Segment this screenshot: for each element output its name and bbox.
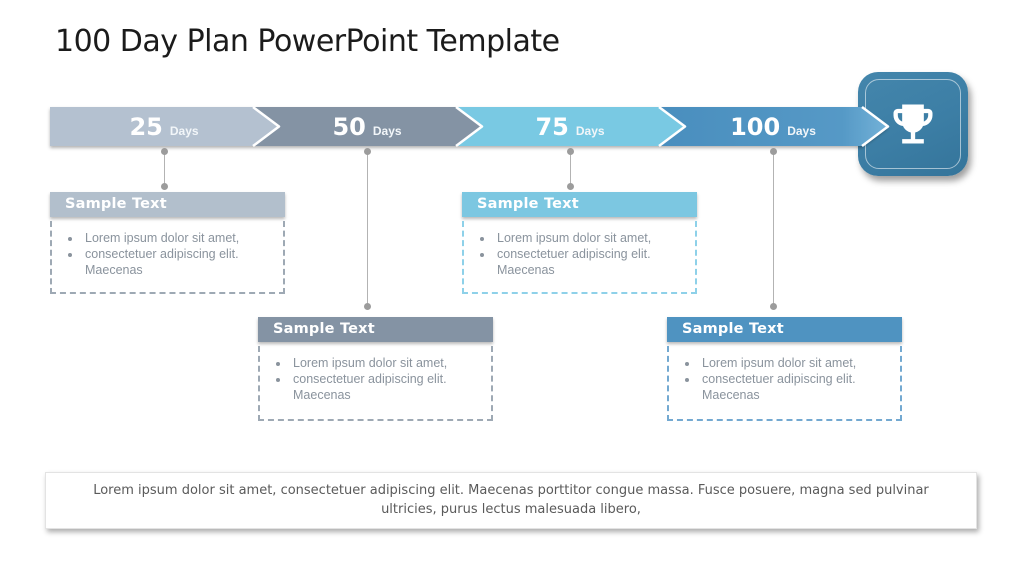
bullet-list: Lorem ipsum dolor sit amet, consectetuer… [669, 355, 900, 403]
arrow-segment-100[interactable] [659, 107, 888, 146]
box-body: Lorem ipsum dolor sit amet, consectetuer… [258, 346, 493, 421]
bullet-item: Lorem ipsum dolor sit amet, [82, 230, 283, 246]
trophy-tile-border [865, 79, 961, 169]
box-body: Lorem ipsum dolor sit amet, consectetuer… [50, 221, 285, 294]
trophy-tile[interactable] [858, 72, 968, 176]
box-header: Sample Text [462, 192, 697, 217]
bullet-item: Lorem ipsum dolor sit amet, [494, 230, 695, 246]
sample-text-box-75[interactable]: Sample Text Lorem ipsum dolor sit amet, … [462, 192, 697, 294]
bullet-item: consectetuer adipiscing elit. Maecenas [494, 246, 695, 278]
connector-50 [364, 148, 371, 310]
box-header: Sample Text [667, 317, 902, 342]
bullet-item: consectetuer adipiscing elit. Maecenas [699, 371, 900, 403]
bullet-item: consectetuer adipiscing elit. Maecenas [290, 371, 491, 403]
box-header: Sample Text [50, 192, 285, 217]
bullet-list: Lorem ipsum dolor sit amet, consectetuer… [260, 355, 491, 403]
arrow-segment-75[interactable] [456, 107, 685, 146]
page-title[interactable]: 100 Day Plan PowerPoint Template [55, 24, 560, 59]
trophy-icon [893, 104, 933, 144]
sample-text-box-100[interactable]: Sample Text Lorem ipsum dolor sit amet, … [667, 317, 902, 421]
arrow-segment-50[interactable] [253, 107, 482, 146]
box-body: Lorem ipsum dolor sit amet, consectetuer… [462, 221, 697, 294]
bullet-item: Lorem ipsum dolor sit amet, [290, 355, 491, 371]
bullet-list: Lorem ipsum dolor sit amet, consectetuer… [464, 230, 695, 278]
bullet-list: Lorem ipsum dolor sit amet, consectetuer… [52, 230, 283, 278]
sample-text-box-25[interactable]: Sample Text Lorem ipsum dolor sit amet, … [50, 192, 285, 294]
footer-text-bar[interactable]: Lorem ipsum dolor sit amet, consectetuer… [45, 472, 977, 529]
bullet-item: consectetuer adipiscing elit. Maecenas [82, 246, 283, 278]
box-header: Sample Text [258, 317, 493, 342]
sample-text-box-50[interactable]: Sample Text Lorem ipsum dolor sit amet, … [258, 317, 493, 421]
connector-75 [567, 148, 574, 190]
connector-25 [161, 148, 168, 190]
box-body: Lorem ipsum dolor sit amet, consectetuer… [667, 346, 902, 421]
connector-100 [770, 148, 777, 310]
footer-paragraph: Lorem ipsum dolor sit amet, consectetuer… [93, 482, 929, 517]
chevron-separators [252, 106, 890, 147]
arrow-segment-25[interactable] [50, 107, 279, 146]
bullet-item: Lorem ipsum dolor sit amet, [699, 355, 900, 371]
